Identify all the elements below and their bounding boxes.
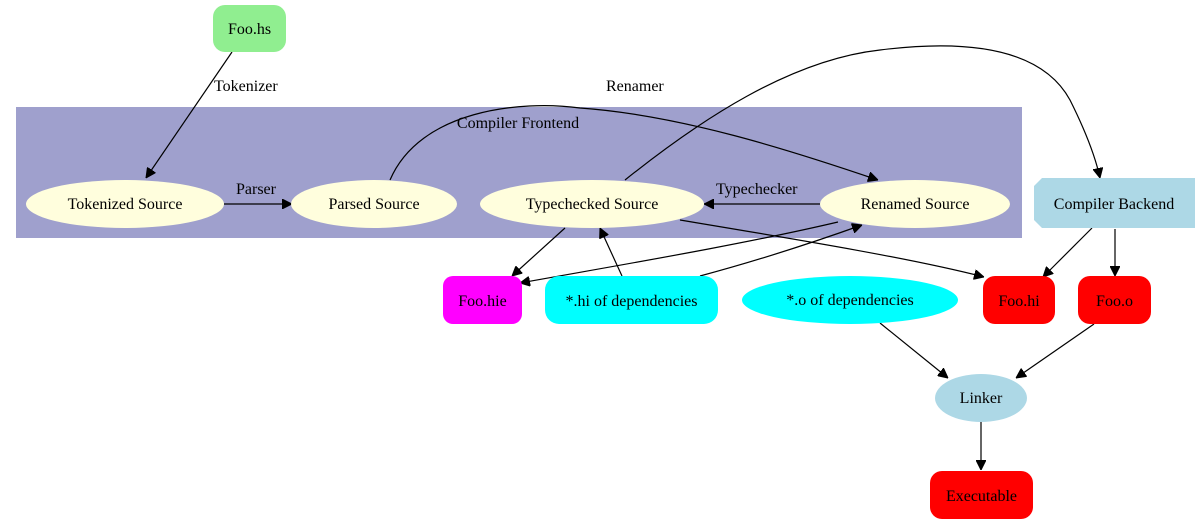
node-executable: Executable xyxy=(930,471,1033,519)
edge-hideps-to-renamed xyxy=(699,225,862,277)
node-o-dependencies: *.o of dependencies xyxy=(742,276,958,324)
node-label: Typechecked Source xyxy=(526,196,659,213)
edge-fooo-to-linker xyxy=(1016,323,1095,378)
node-label: Tokenized Source xyxy=(68,196,183,213)
node-label: Renamed Source xyxy=(861,196,970,213)
edge-typechecked-to-hi xyxy=(679,219,984,277)
cluster-label: Compiler Frontend xyxy=(457,115,579,132)
node-foo-hs: Foo.hs xyxy=(213,5,286,52)
node-foo-hie: Foo.hie xyxy=(443,276,522,324)
node-label: Parsed Source xyxy=(328,196,419,213)
node-parsed-source: Parsed Source xyxy=(291,180,457,228)
node-label: Foo.hie xyxy=(458,293,506,310)
node-label: Executable xyxy=(946,488,1017,505)
node-foo-o: Foo.o xyxy=(1078,276,1151,324)
edge-to-backend xyxy=(624,45,1100,181)
edge-renamer xyxy=(389,105,878,180)
edge-label-parser: Parser xyxy=(236,181,277,198)
node-hi-dependencies: *.hi of dependencies xyxy=(545,276,718,324)
node-label: Foo.hi xyxy=(998,293,1040,310)
edge-odeps-to-linker xyxy=(879,322,948,378)
node-label: *.hi of dependencies xyxy=(566,293,698,310)
edge-hideps-to-typechecked xyxy=(600,228,623,277)
node-compiler-backend: Compiler Backend xyxy=(1034,178,1195,228)
edge-typechecked-to-hie xyxy=(512,227,566,276)
edge-tokenizer xyxy=(146,51,233,178)
edge-backend-to-hi xyxy=(1043,227,1093,277)
edge-renamed-to-hie xyxy=(520,221,839,283)
node-label: Linker xyxy=(960,390,1003,407)
node-label: Foo.o xyxy=(1096,293,1133,310)
node-linker: Linker xyxy=(935,374,1027,422)
edges xyxy=(146,45,1115,470)
node-tokenized-source: Tokenized Source xyxy=(26,180,224,228)
node-label: Compiler Backend xyxy=(1054,196,1174,213)
edge-label-renamer: Renamer xyxy=(606,78,664,95)
edge-label-tokenizer: Tokenizer xyxy=(214,78,278,95)
node-label: *.o of dependencies xyxy=(786,292,914,309)
edge-label-typechecker: Typechecker xyxy=(716,181,798,198)
node-renamed-source: Renamed Source xyxy=(820,180,1010,228)
node-typechecked-source: Typechecked Source xyxy=(480,180,704,228)
node-label: Foo.hs xyxy=(228,21,271,38)
node-foo-hi: Foo.hi xyxy=(983,276,1055,324)
